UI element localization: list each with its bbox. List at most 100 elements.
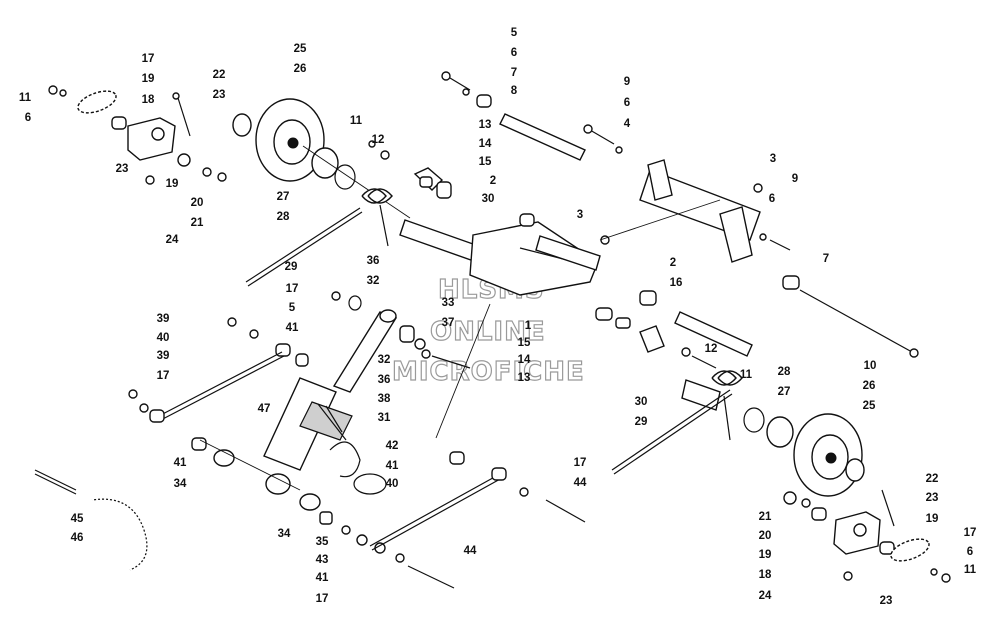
callout-27: 27 xyxy=(277,191,290,203)
callout-45: 45 xyxy=(71,513,84,525)
axle-block-18 xyxy=(127,117,176,161)
front-arm-1 xyxy=(469,221,599,296)
bushing-41f xyxy=(449,451,465,465)
bushing-7b xyxy=(782,275,800,290)
callout-18: 18 xyxy=(142,94,155,106)
washer-17c xyxy=(249,329,259,339)
link-rod-40b xyxy=(156,355,285,423)
nut-24b xyxy=(843,571,853,581)
washer-6 xyxy=(59,89,67,97)
washer-12b xyxy=(681,347,691,357)
washer-37 xyxy=(414,338,426,350)
washer-6d xyxy=(759,233,767,241)
callout-28: 28 xyxy=(778,366,791,378)
bushing-41c xyxy=(191,437,207,451)
bushing-19c xyxy=(879,541,895,555)
callout-12: 12 xyxy=(372,134,385,146)
axle-cap-17b xyxy=(890,538,930,562)
rear-arm-assembly xyxy=(441,71,919,358)
callout-38: 38 xyxy=(378,393,391,405)
callout-17: 17 xyxy=(157,370,170,382)
arm-tube xyxy=(535,235,601,271)
bolt-31 xyxy=(431,355,471,369)
bolt-22b xyxy=(881,489,895,527)
callout-12: 12 xyxy=(705,343,718,355)
callout-17: 17 xyxy=(316,593,329,605)
callout-34: 34 xyxy=(174,478,187,490)
washer-17f xyxy=(519,487,529,497)
hose-parts xyxy=(34,469,150,573)
callout-20: 20 xyxy=(759,530,772,542)
hose-46 xyxy=(91,498,148,571)
shaft-16 xyxy=(674,311,753,357)
shock-eye-bottom xyxy=(265,473,291,495)
bushing-2b xyxy=(639,290,657,306)
callout-17: 17 xyxy=(286,283,299,295)
washer-6c xyxy=(615,146,623,154)
callout-47: 47 xyxy=(258,403,271,415)
bushing-link-end xyxy=(149,409,165,423)
callout-19: 19 xyxy=(166,178,179,190)
bushing-7 xyxy=(476,94,492,108)
callout-17: 17 xyxy=(964,527,977,539)
bolt-head-5 xyxy=(441,71,451,81)
axle-block-bore-b xyxy=(853,523,867,537)
axle-block-bore xyxy=(151,127,165,141)
washer-20 xyxy=(202,167,212,177)
callout-41: 41 xyxy=(174,457,187,469)
bolt-22 xyxy=(177,97,191,137)
callout-1: 1 xyxy=(525,320,532,332)
bearing-27 xyxy=(311,147,339,179)
spacer-25 xyxy=(232,113,252,137)
callout-40: 40 xyxy=(157,332,170,344)
callout-17: 17 xyxy=(574,457,587,469)
callout-22: 22 xyxy=(213,69,226,81)
right-side-parts xyxy=(595,290,951,583)
rear-arm-bracket xyxy=(647,159,673,201)
shock-eye-top xyxy=(379,309,397,323)
callout-41: 41 xyxy=(286,322,299,334)
bolt-head-11 xyxy=(48,85,58,95)
spacer-38 xyxy=(421,349,431,359)
callout-19: 19 xyxy=(759,549,772,561)
rod-end-10 xyxy=(909,348,919,358)
callout-6: 6 xyxy=(511,47,517,59)
centerline-center xyxy=(435,303,491,439)
callout-3: 3 xyxy=(770,153,776,165)
washer-17e xyxy=(395,553,405,563)
bushing-19b xyxy=(177,153,191,167)
spring-arm-long-b2 xyxy=(613,393,733,475)
callout-36: 36 xyxy=(367,255,380,267)
callout-40: 40 xyxy=(386,478,399,490)
lower-link-assembly xyxy=(128,303,586,589)
callout-5: 5 xyxy=(511,27,518,39)
callout-25: 25 xyxy=(294,43,307,55)
callout-24: 24 xyxy=(759,590,772,602)
callout-41: 41 xyxy=(386,460,399,472)
bracket-13b xyxy=(639,325,665,353)
grease-fitting-3b xyxy=(753,183,763,193)
nut-39 xyxy=(227,317,237,327)
callout-6: 6 xyxy=(967,546,973,558)
callout-13: 13 xyxy=(518,372,531,384)
watermark-line-3: MICROFICHE xyxy=(392,357,585,387)
callout-37: 37 xyxy=(442,317,455,329)
nut-21b xyxy=(783,491,797,505)
centerline-lower-left xyxy=(199,439,301,491)
washer-17d xyxy=(139,403,149,413)
callout-24: 24 xyxy=(166,234,179,246)
bushing-14b xyxy=(615,317,631,329)
spring-coil xyxy=(361,188,393,204)
callout-44: 44 xyxy=(464,545,477,557)
callout-2: 2 xyxy=(490,175,496,187)
callout-19: 19 xyxy=(926,513,939,525)
bushing-41g xyxy=(491,467,507,481)
bushing-2 xyxy=(519,213,535,227)
rod-45b xyxy=(34,473,77,495)
callout-19: 19 xyxy=(142,73,155,85)
left-torsion-spring xyxy=(245,188,393,287)
callout-23: 23 xyxy=(926,492,939,504)
callout-6: 6 xyxy=(769,193,775,205)
washer-6b xyxy=(462,88,470,96)
